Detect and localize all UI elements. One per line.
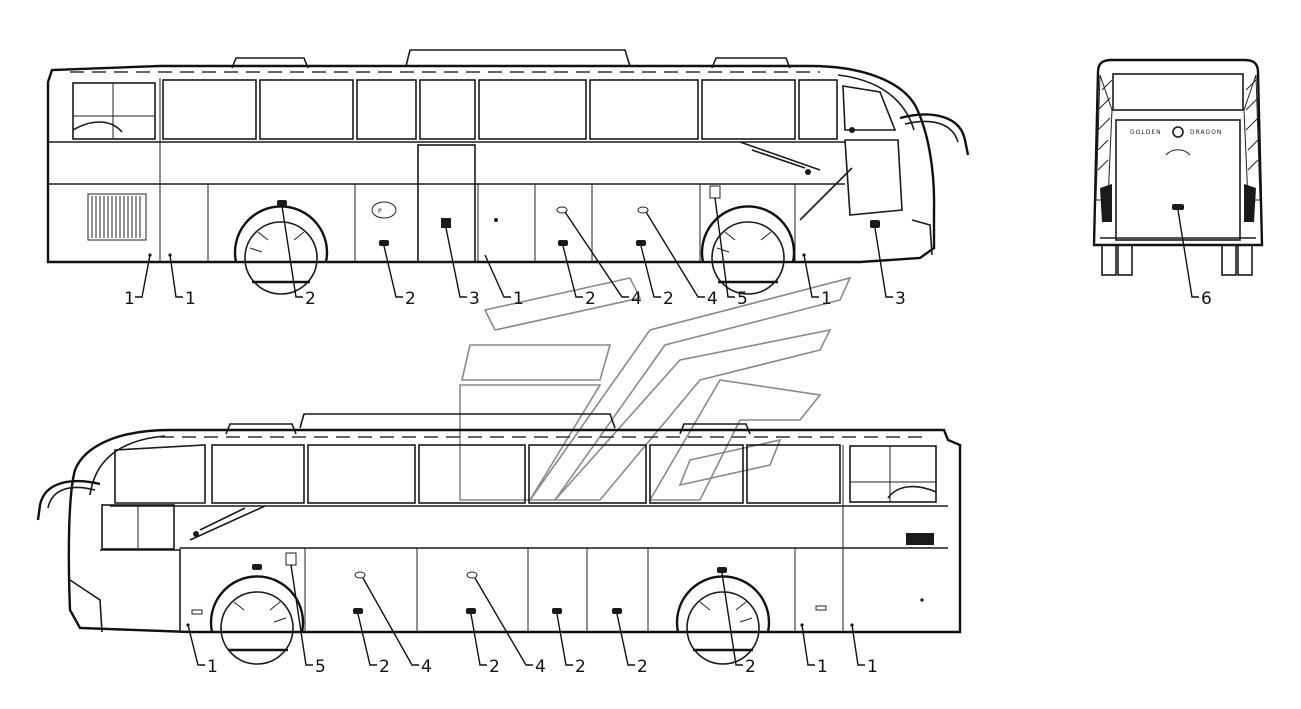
callout-label: 4 [707,289,718,309]
bus-side-view-right: P [46,49,970,298]
callout-label: 4 [631,289,642,309]
callout-label: 2 [637,657,648,677]
callout-label: 1 [513,289,524,309]
callout-labels-top: 1 1 2 2 3 1 2 4 2 4 5 1 3 [124,289,906,309]
engine-grille [87,193,147,241]
callout-label: 4 [421,657,432,677]
svg-text:P: P [378,208,383,215]
callout-label: 5 [737,289,748,309]
callout-label: 1 [207,657,218,677]
callout-labels-rear: 6 [1201,289,1212,309]
front-wheel [700,205,796,295]
callout-labels-bottom: 1 5 2 4 2 4 2 2 2 1 1 [207,657,878,677]
bus-rear-view: GOLDEN DRAGON [1092,58,1264,298]
callout-label: 3 [469,289,480,309]
callout-label: 2 [585,289,596,309]
callout-label: 2 [489,657,500,677]
callout-label: 6 [1201,289,1212,309]
bus-side-view-left [36,413,962,666]
callout-label: 5 [315,657,326,677]
callout-label: 2 [575,657,586,677]
front-wheel-left-view [209,575,305,665]
callout-label: 2 [379,657,390,677]
callout-label: 1 [185,289,196,309]
callout-label: 1 [817,657,828,677]
rear-wheel-left-view [675,575,771,665]
callout-label: 2 [305,289,316,309]
lamp-markers-bottom [186,531,924,627]
callout-label: 1 [124,289,135,309]
rear-wheel [233,205,329,295]
callout-label: 2 [745,657,756,677]
watermark-logo [459,276,852,501]
leader-lines-top [135,197,893,298]
callout-label: 2 [405,289,416,309]
callout-label: 4 [535,657,546,677]
lamp-markers [148,127,880,257]
callout-label: 1 [821,289,832,309]
rear-badge-right: DRAGON [1190,129,1222,136]
callout-label: 1 [867,657,878,677]
leader-lines-bottom [187,564,865,666]
callout-label: 2 [663,289,674,309]
rear-badge-left: GOLDEN [1130,129,1162,136]
callout-label: 3 [895,289,906,309]
